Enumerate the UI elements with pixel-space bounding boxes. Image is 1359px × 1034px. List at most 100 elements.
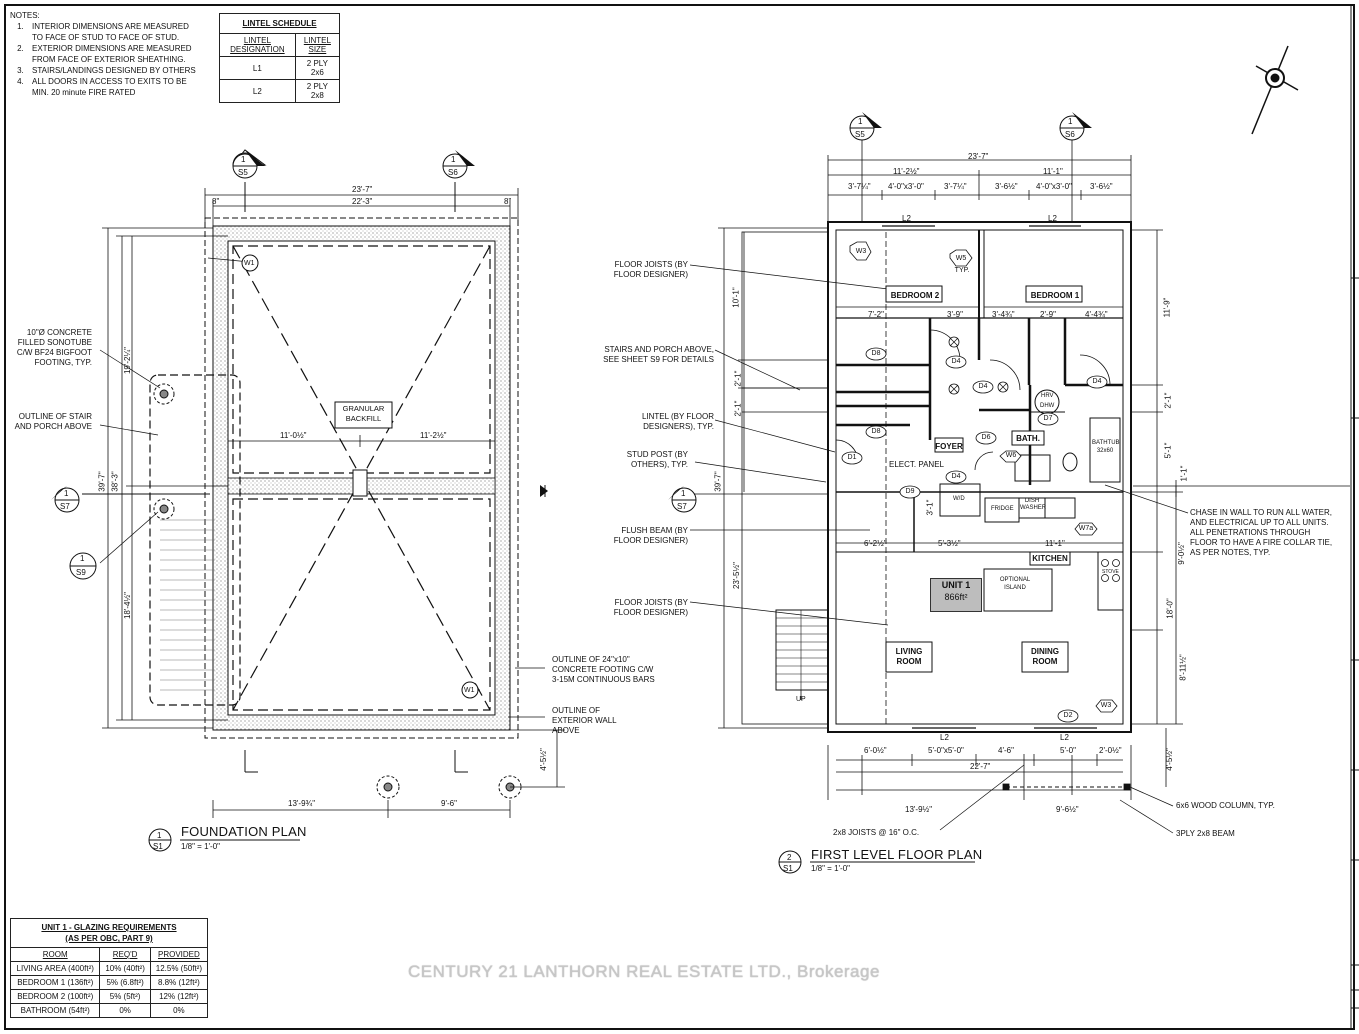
section-num: 1 [241,155,246,164]
window-tag: W3 [855,248,867,255]
wood-column-label: 6x6 WOOD COLUMN, TYP. [1176,801,1275,810]
window-tag: W5 [955,255,967,262]
door-tag: D8 [871,350,881,357]
section-sheet: S7 [677,502,687,511]
lintel-mark: L2 [1060,733,1069,742]
door-tag: D4 [978,383,988,390]
dimension-text: 4'-5½" [538,748,548,771]
dimension-text: 9'-6½" [1056,805,1079,814]
dimension-text: 19'-2¼" [123,346,133,375]
lintel-mark: L2 [902,214,911,223]
door-tag: D1 [847,454,857,461]
lintel-label: LINTEL (BY FLOOR DESIGNERS), TYP. [641,412,714,431]
first-level-plan-drawing [689,140,1350,834]
dimension-text: 3'-7¼" [944,182,967,191]
lintel-mark: L2 [1048,214,1057,223]
foundation-plan-scale: 1/8" = 1'-0" [181,842,221,851]
stair-outline-label: OUTLINE OF STAIR AND PORCH ABOVE [14,412,92,431]
joists-label: 2x8 JOISTS @ 16" O.C. [833,828,920,837]
note-item: ALL DOORS IN ACCESS TO EXITS TO BE MIN. … [26,76,200,98]
dimension-text: 2'-1" [1163,392,1173,409]
dimension-text: 13'-9½" [905,805,933,814]
dimension-text: 4'-0"x3'-0" [1036,182,1072,191]
door-tag: D9 [905,488,915,495]
dimension-text: 9'-6" [441,799,457,808]
dimension-text: 3'-6½" [995,182,1018,191]
first-level-plan-scale: 1/8" = 1'-0" [811,864,851,873]
dimension-text: 18'-4½" [123,591,133,620]
light-fixture-icons [949,337,1008,394]
drawing-sheet [4,4,1355,1030]
dimension-text: 38'-3" [110,471,120,492]
room-label-bedroom1: BEDROOM 1 [1030,291,1080,300]
title-tag-num: 2 [787,853,792,862]
dimension-text: 2'-9" [1040,310,1056,319]
stove-label: STOVE [1102,569,1119,575]
island-label: OPTIONAL ISLAND [999,577,1031,591]
section-sheet: S6 [448,168,458,177]
stairs-porch-label: STAIRS AND PORCH ABOVE, SEE SHEET S9 FOR… [603,345,714,364]
bathtub-label: BATHTUB 32x60 [1092,440,1120,454]
dimension-text: 5'-0"x5'-0" [928,746,964,755]
dimension-text: 5'-0" [1060,746,1076,755]
dimension-text: 6'-0½" [864,746,887,755]
foundation-plan-drawing [82,182,565,818]
title-tag-sheet: S1 [783,864,793,873]
window-tag: W3 [1100,702,1112,709]
dimension-text: 23'-7" [352,185,373,194]
section-num: 1 [1068,117,1073,126]
lintel-mark: L2 [940,733,949,742]
unit-area-badge: UNIT 1 866ft² [930,578,982,612]
dimension-text: 6'-2½" [864,539,887,548]
door-tag: D6 [981,434,991,441]
notes-heading: NOTES: [10,11,40,20]
section-num: 1 [681,489,686,498]
notes-list: INTERIOR DIMENSIONS ARE MEASURED TO FACE… [10,21,200,98]
note-item: INTERIOR DIMENSIONS ARE MEASURED TO FACE… [26,21,200,43]
dimension-text: 11'-1" [1043,167,1063,176]
dimension-text: 13'-9¾" [288,799,316,808]
door-tag: D2 [1063,712,1073,719]
unit-name: UNIT 1 [941,580,971,590]
unit-area: 866ft² [944,592,968,602]
dimension-text: 11'-1" [1045,539,1065,548]
first-level-plan-title: FIRST LEVEL FLOOR PLAN [811,847,983,862]
section-marker-dividers [55,127,1084,863]
dimension-text: 10'-1" [731,287,741,308]
dimension-text: 11'-9" [1162,297,1172,318]
stove-burners-icon [1101,559,1120,582]
section-sheet: S5 [855,130,865,139]
dimension-text: 2'-1" [733,400,743,417]
glazing-cell: 0% [149,1003,209,1018]
dimension-text: 23'-5½" [732,561,742,590]
glazing-title-line: UNIT 1 - GLAZING REQUIREMENTS [41,923,177,932]
dimension-text: 8'-11½" [1178,654,1188,681]
section-sheet: S5 [238,168,248,177]
door-tag: D4 [1092,378,1102,385]
footing-label: OUTLINE OF 24"x10" CONCRETE FOOTING C/W … [552,655,655,684]
dimension-text: 11'-2½" [893,167,920,176]
flush-beam-label: FLUSH BEAM (BY FLOOR DESIGNER) [613,526,688,545]
lintel-cell: 2 PLY 2x6 [294,56,341,80]
dimension-text: 9'-0½" [1176,542,1186,565]
sonotube-label: 10"Ø CONCRETE FILLED SONOTUBE C/W BF24 B… [16,328,92,367]
dimension-text: 7'-2" [868,310,884,319]
title-tag-num: 1 [157,831,162,840]
dimension-text: 2'-1" [733,370,743,387]
dimension-text: 5'-1" [1163,442,1173,459]
electrical-panel-label: ELECT. PANEL [889,460,944,469]
stud-post-label: STUD POST (BY OTHERS), TYP. [626,450,688,469]
glazing-title-line: (AS PER OBC, PART 9) [65,934,153,943]
section-arrow-heads [51,112,1092,500]
dimension-text: 8" [504,197,512,206]
room-label-living: LIVING ROOM [895,647,923,666]
stairs-up-label: UP [796,696,806,703]
room-label-foyer: FOYER [935,442,963,451]
title-block-edge [1350,4,1359,1030]
dishwasher-label: DISH WASHER [1020,498,1047,511]
dimension-text: 3'-1" [925,499,935,516]
window-tag: W1 [244,260,255,267]
section-num: 1 [64,489,69,498]
floor-joists-label: FLOOR JOISTS (BY FLOOR DESIGNER) [613,260,688,279]
